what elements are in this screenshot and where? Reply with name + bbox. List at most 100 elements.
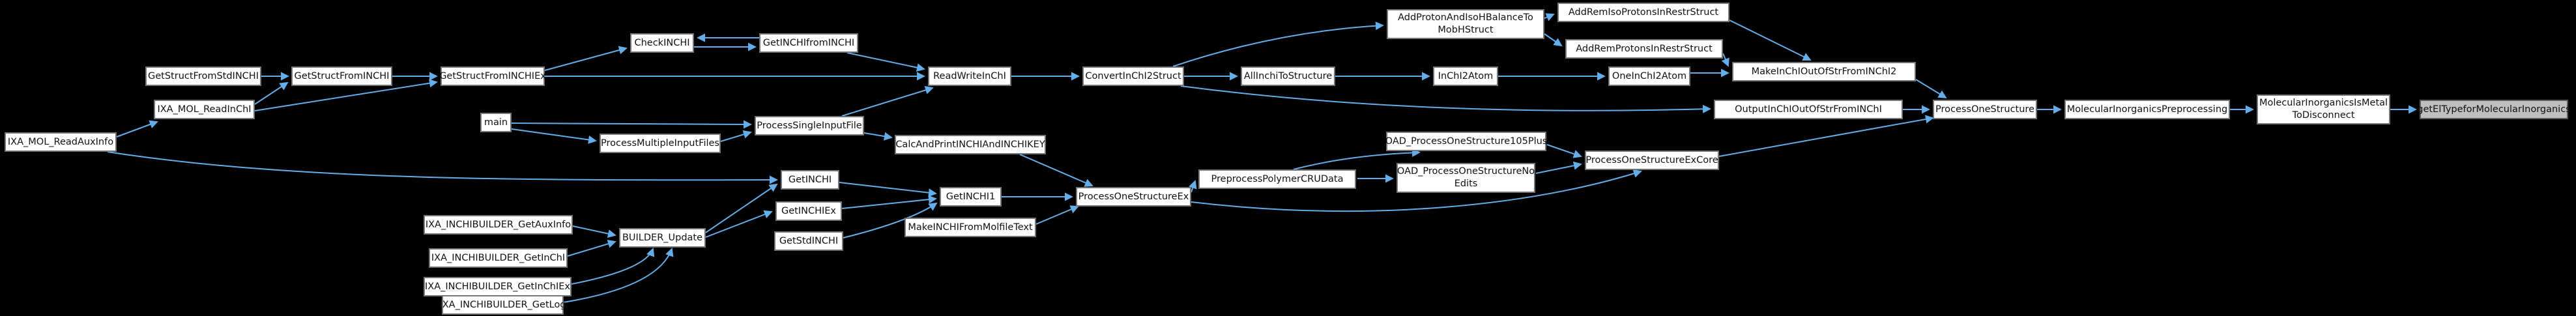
graph-node-oad-processonestructure105plus[interactable]: OAD_ProcessOneStructure105Plus <box>1385 132 1548 151</box>
graph-node-label: CalcAndPrintINCHIAndINCHIKEY <box>895 139 1045 150</box>
graph-node-calcandprintinchiandinchikey[interactable]: CalcAndPrintINCHIAndINCHIKEY <box>895 135 1046 154</box>
graph-node-ixa-inchibuilder-getlog[interactable]: IXA_INCHIBUILDER_GetLog <box>439 295 566 315</box>
graph-node-getinchifrominchi[interactable]: GetINCHIfromINCHI <box>759 33 858 53</box>
graph-node-processonestructureexcore[interactable]: ProcessOneStructureExCore <box>1585 151 1719 170</box>
graph-node-getinchi[interactable]: GetINCHI <box>781 170 839 190</box>
graph-node-geteltypeformolecularinorganics: getElTypeforMolecularInorganics <box>2417 100 2571 119</box>
graph-node-ixa-inchibuilder-getauxinfo[interactable]: IXA_INCHIBUILDER_GetAuxInfo <box>424 215 573 235</box>
graph-node-processsingleinputfile[interactable]: ProcessSingleInputFile <box>755 116 864 136</box>
graph-node-outputinchioutofstrfrominchi[interactable]: OutputInChIOutOfStrFromINChI <box>1714 100 1903 119</box>
graph-node-addprotonandisohbalancetomobhstruct[interactable]: AddProtonAndIsoHBalanceTo MobHStruct <box>1387 9 1544 39</box>
graph-node-label: GetStdINCHI <box>779 235 839 246</box>
edge-oad-processonestructurenoedits-to-processonestructureexcore <box>1535 161 1582 174</box>
edge-addremisoprotonsinrestrstruct-to-makeinchioutofstrfrominchi2 <box>1729 20 1812 61</box>
edge-builder-update-to-getinchi <box>705 183 778 233</box>
graph-node-label: GetStructFromINCHIEx <box>439 70 546 81</box>
graph-node-label: getElTypeforMolecularInorganics <box>2417 104 2571 115</box>
graph-node-label: ProcessOneStructure <box>1935 104 2034 115</box>
graph-node-molecularinorganicsismetaltodisconnect[interactable]: MolecularInorganicsIsMetal ToDisconnect <box>2257 94 2390 124</box>
edge-ixa-mol-readinchi-to-getstructfrominchi <box>254 81 289 105</box>
graph-node-getstructfrominchi[interactable]: GetStructFromINCHI <box>291 66 392 86</box>
graph-node-getinchiex[interactable]: GetINCHIEx <box>775 201 842 221</box>
graph-node-label: OAD_ProcessOneStructureNo Edits <box>1397 166 1535 189</box>
graph-node-label: AllInchiToStructure <box>1243 70 1333 81</box>
edge-processsingleinputfile-to-calcandprintinchiandinchikey <box>863 132 893 141</box>
graph-node-processonestructureex[interactable]: ProcessOneStructureEx <box>1076 187 1191 207</box>
edge-addremprotonsinrestrstruct-to-makeinchioutofstrfrominchi2 <box>1721 53 1729 67</box>
edge-ixa-mol-readinchi-to-getstructfrominchiex <box>254 79 438 111</box>
edge-processmultipleinputfiles-to-processsingleinputfile <box>720 130 752 142</box>
graph-node-label: IXA_INCHIBUILDER_GetInChI <box>431 252 566 263</box>
graph-node-getstructfrominchiex[interactable]: GetStructFromINCHIEx <box>439 66 546 86</box>
graph-node-label: GetINCHIEx <box>781 205 836 216</box>
edge-ixa-mol-readauxinfo-to-ixa-mol-readinchi <box>116 120 158 137</box>
graph-node-oad-processonestructurenoedits[interactable]: OAD_ProcessOneStructureNo Edits <box>1397 163 1535 193</box>
edge-processonestructureex-to-processonestructureexcore <box>1191 169 1642 212</box>
graph-node-inchi2atom[interactable]: InChI2Atom <box>1433 66 1498 86</box>
edge-convertinchi2struct-to-outputinchioutofstrfrominchi <box>1180 85 1711 113</box>
graph-node-label: ProcessMultipleInputFiles <box>601 137 719 149</box>
graph-node-ixa-mol-readinchi[interactable]: IXA_MOL_ReadInChI <box>154 100 255 119</box>
graph-node-convertinchi2struct[interactable]: ConvertInChI2Struct <box>1082 66 1184 86</box>
graph-node-label: MolecularInorganicsIsMetal ToDisconnect <box>2259 98 2388 121</box>
edge-preprocesspolymercrudata-to-oad-processonestructure105plus <box>1293 148 1421 170</box>
graph-node-label: OutputInChIOutOfStrFromINChI <box>1735 104 1882 115</box>
graph-node-allinchitostructure[interactable]: AllInchiToStructure <box>1241 66 1335 86</box>
graph-node-checkinchi[interactable]: CheckINCHI <box>630 33 694 53</box>
edge-getinchi-to-getinchi1 <box>839 182 937 197</box>
graph-node-addremprotonsinrestrstruct[interactable]: AddRemProtonsInRestrStruct <box>1565 39 1723 59</box>
graph-node-addremisoprotonsinrestrstruct[interactable]: AddRemIsoProtonsInRestrStruct <box>1557 3 1729 22</box>
graph-node-getstdinchi[interactable]: GetStdINCHI <box>774 231 843 251</box>
edge-getstdinchi-to-getinchi1 <box>843 202 938 238</box>
edge-getinchifrominchi-to-readwriteinchi <box>847 52 925 72</box>
graph-node-makeinchifrommolfiletext[interactable]: MakeINCHIFromMolfileText <box>904 218 1036 237</box>
graph-node-processonestructure[interactable]: ProcessOneStructure <box>1933 100 2037 119</box>
graph-node-label: MolecularInorganicsPreprocessing <box>2066 104 2228 115</box>
graph-node-ixa-inchibuilder-getinchi[interactable]: IXA_INCHIBUILDER_GetInChI <box>429 248 568 268</box>
graph-node-molecularinorganicspreprocessing[interactable]: MolecularInorganicsPreprocessing <box>2064 100 2230 119</box>
graph-node-label: GetStructFromStdINCHI <box>148 70 259 81</box>
edge-addprotonandisohbalancetomobhstruct-to-addremisoprotonsinrestrstruct <box>1544 13 1555 22</box>
graph-node-label: AddRemProtonsInRestrStruct <box>1576 43 1713 54</box>
graph-node-label: main <box>484 117 508 128</box>
graph-node-label: OAD_ProcessOneStructure105Plus <box>1385 136 1548 147</box>
graph-node-label: ProcessSingleInputFile <box>757 120 862 131</box>
edge-ixa-mol-readauxinfo-to-getinchi <box>107 151 778 184</box>
graph-node-readwriteinchi[interactable]: ReadWriteInChI <box>928 66 1011 86</box>
edge-ixa-inchibuilder-getinchiex-to-builder-update <box>571 248 655 285</box>
graph-node-label: IXA_MOL_ReadAuxInfo <box>7 136 114 147</box>
edge-makeinchifrommolfiletext-to-processonestructureex <box>1035 205 1079 225</box>
graph-node-label: GetINCHI <box>788 174 832 185</box>
graph-node-preprocesspolymercrudata[interactable]: PreprocessPolymerCRUData <box>1198 169 1356 189</box>
graph-node-label: OneInChI2Atom <box>1612 70 1687 81</box>
graph-node-label: ReadWriteInChI <box>933 70 1006 81</box>
graph-node-ixa-mol-readauxinfo[interactable]: IXA_MOL_ReadAuxInfo <box>5 132 117 152</box>
edge-getstructfrominchiex-to-checkinchi <box>544 46 628 71</box>
graph-node-label: IXA_INCHIBUILDER_GetInChIEx <box>425 281 571 292</box>
edge-main-to-processmultipleinputfiles <box>511 128 597 144</box>
edge-ixa-inchibuilder-getlog-to-builder-update <box>563 248 674 303</box>
graph-node-label: ProcessOneStructureExCore <box>1585 154 1718 165</box>
graph-node-processmultipleinputfiles[interactable]: ProcessMultipleInputFiles <box>600 134 721 153</box>
graph-node-label: InChI2Atom <box>1438 70 1494 81</box>
graph-node-label: GetStructFromINCHI <box>294 70 390 81</box>
graph-node-makeinchioutofstrfrominchi2[interactable]: MakeInChIOutOfStrFromINChI2 <box>1732 62 1916 81</box>
graph-node-getstructfromstdinchi[interactable]: GetStructFromStdINCHI <box>145 66 261 86</box>
graph-node-label: GetINCHIfromINCHI <box>762 37 855 48</box>
edge-processsingleinputfile-to-readwriteinchi <box>841 86 934 117</box>
edge-main-to-processsingleinputfile <box>511 120 752 129</box>
graph-node-label: CheckINCHI <box>634 37 690 48</box>
graph-node-ixa-inchibuilder-getinchiex[interactable]: IXA_INCHIBUILDER_GetInChIEx <box>424 277 572 296</box>
edge-processonestructureexcore-to-processonestructure <box>1718 115 1934 157</box>
graph-node-label: MakeINCHIFromMolfileText <box>908 222 1033 233</box>
graph-node-builder-update[interactable]: BUILDER_Update <box>619 228 706 248</box>
graph-node-main[interactable]: main <box>480 113 512 132</box>
graph-node-oneinchi2atom[interactable]: OneInChI2Atom <box>1608 66 1690 86</box>
graph-node-label: IXA_INCHIBUILDER_GetAuxInfo <box>425 219 572 230</box>
edge-oad-processonestructure105plus-to-processonestructureexcore <box>1546 144 1582 158</box>
edge-calcandprintinchiandinchikey-to-processonestructureex <box>1019 154 1093 187</box>
graph-node-getinchi1[interactable]: GetINCHI1 <box>940 187 1002 207</box>
graph-node-label: MakeInChIOutOfStrFromINChI2 <box>1751 66 1897 77</box>
graph-node-label: AddRemIsoProtonsInRestrStruct <box>1568 7 1719 18</box>
